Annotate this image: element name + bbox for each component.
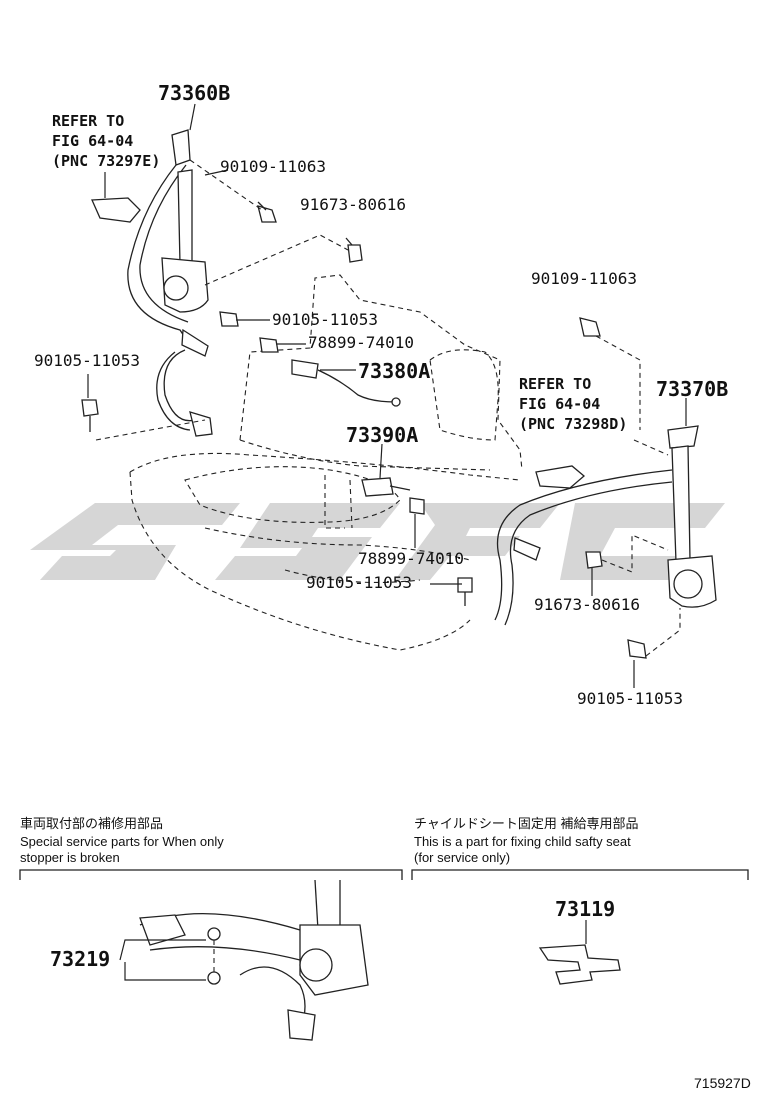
bolt-91673-right bbox=[585, 551, 603, 569]
bolt-91673-left bbox=[345, 237, 363, 263]
label-73380a: 73380A bbox=[358, 359, 430, 383]
svg-text:Special service parts for When: Special service parts for When only bbox=[20, 834, 224, 849]
label-90105-a: 90105-11053 bbox=[272, 310, 378, 329]
seat-belt-assembly-left[interactable] bbox=[127, 129, 213, 437]
label-73370b: 73370B bbox=[656, 377, 728, 401]
label-91673-right: 91673-80616 bbox=[534, 595, 640, 614]
rear-seat-outline bbox=[129, 274, 523, 651]
stopper-detail[interactable] bbox=[139, 879, 369, 1041]
label-73390a: 73390A bbox=[346, 423, 418, 447]
svg-text:チャイルドシート固定用 補給専用部品: チャイルドシート固定用 補給専用部品 bbox=[414, 816, 638, 831]
svg-text:REFER TO: REFER TO bbox=[519, 375, 591, 393]
label-73219: 73219 bbox=[50, 947, 110, 971]
refer-bracket-right bbox=[535, 465, 586, 489]
bolt-90105-leftanchor bbox=[81, 399, 99, 432]
bolt-90105-right bbox=[627, 639, 647, 659]
svg-text:FIG 64-04: FIG 64-04 bbox=[52, 132, 133, 150]
bolt-90109-left bbox=[257, 201, 277, 223]
bolt-78899-b bbox=[409, 497, 425, 515]
label-78899-b: 78899-74010 bbox=[358, 549, 464, 568]
label-91673-left: 91673-80616 bbox=[300, 195, 406, 214]
refer-note-left: REFER TO FIG 64-04 (PNC 73297E) bbox=[52, 112, 160, 170]
label-73219-leader bbox=[119, 939, 206, 981]
label-90109-left: 90109-11063 bbox=[220, 157, 326, 176]
label-90105-leftanchor: 90105-11053 bbox=[34, 351, 140, 370]
label-90105-center: 90105-11053 bbox=[306, 573, 412, 592]
svg-text:FIG 64-04: FIG 64-04 bbox=[519, 395, 600, 413]
watermark-logo bbox=[30, 503, 725, 580]
svg-text:(PNC 73297E): (PNC 73297E) bbox=[52, 152, 160, 170]
svg-text:(for service only): (for service only) bbox=[414, 850, 510, 865]
bolt-90105-a bbox=[219, 311, 239, 327]
buckle-73380a[interactable] bbox=[291, 359, 401, 407]
bolt-90109-right bbox=[579, 317, 601, 337]
bolt-90105-center bbox=[457, 577, 473, 606]
label-73360b: 73360B bbox=[158, 81, 230, 105]
leader-lines bbox=[87, 103, 687, 688]
buckle-73390a[interactable] bbox=[361, 477, 411, 497]
label-90105-right: 90105-11053 bbox=[577, 689, 683, 708]
label-73119: 73119 bbox=[555, 897, 615, 921]
refer-bracket-left bbox=[91, 172, 141, 223]
service-note-right: チャイルドシート固定用 補給専用部品 This is a part for fi… bbox=[414, 816, 638, 865]
child-seat-anchor-detail[interactable] bbox=[538, 944, 621, 985]
bolt-78899-a bbox=[259, 337, 279, 353]
svg-text:This is a part for fixing chil: This is a part for fixing child safty se… bbox=[414, 834, 631, 849]
svg-text:stopper is broken: stopper is broken bbox=[20, 850, 120, 865]
refer-note-right: REFER TO FIG 64-04 (PNC 73298D) bbox=[519, 375, 627, 433]
section-brackets bbox=[19, 869, 749, 880]
svg-text:REFER TO: REFER TO bbox=[52, 112, 124, 130]
seat-belt-assembly-right[interactable] bbox=[494, 425, 717, 626]
installation-guide-lines bbox=[95, 159, 681, 657]
svg-text:車両取付部の補修用部品: 車両取付部の補修用部品 bbox=[20, 816, 163, 831]
label-90109-right: 90109-11063 bbox=[531, 269, 637, 288]
svg-text:(PNC 73298D): (PNC 73298D) bbox=[519, 415, 627, 433]
diagram-code: 715927D bbox=[694, 1075, 751, 1091]
service-note-left: 車両取付部の補修用部品 Special service parts for Wh… bbox=[20, 816, 224, 865]
label-78899-a: 78899-74010 bbox=[308, 333, 414, 352]
